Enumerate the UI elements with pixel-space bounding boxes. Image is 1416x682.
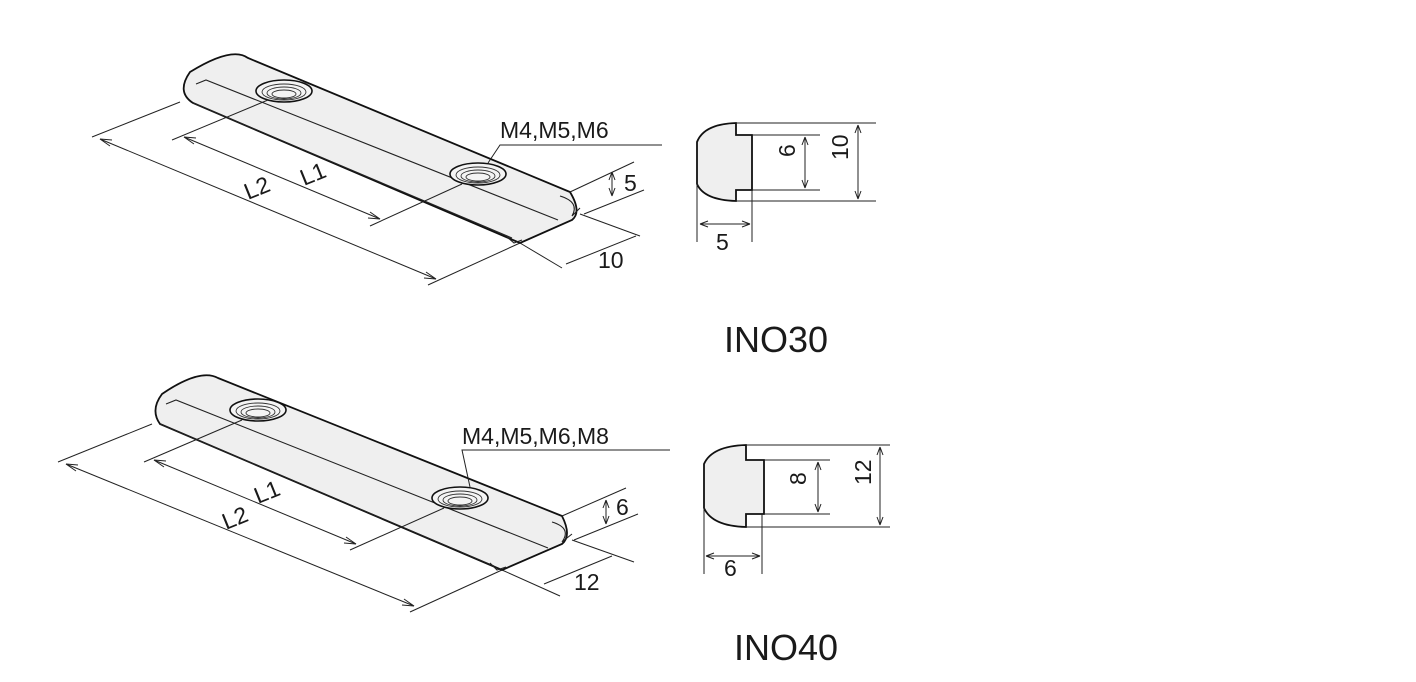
ino30-dimension-lines xyxy=(91,99,662,286)
ino40-hole-1 xyxy=(229,398,287,422)
ino40-hole-2 xyxy=(431,486,489,510)
ino30-model-label: INO30 xyxy=(724,319,828,360)
ino40-profile-outer-height: 12 xyxy=(850,459,876,485)
ino40-width-dim: 12 xyxy=(574,569,600,595)
ino30-hole-1 xyxy=(255,79,313,103)
ino30-top-ridge xyxy=(195,79,559,221)
ino40-height-dim: 6 xyxy=(616,494,629,520)
ino30-profile-width: 5 xyxy=(716,229,729,255)
ino30-profile-outline xyxy=(696,122,753,202)
ino40-model-label: INO40 xyxy=(734,627,838,668)
ino40-lower-ridge xyxy=(159,423,495,567)
ino40-side-step xyxy=(489,562,507,571)
ino30-profile-inner-height: 6 xyxy=(774,144,800,157)
ino30-side-step xyxy=(505,235,523,244)
ino40-body-outline xyxy=(154,374,568,571)
ino30-height-dim: 5 xyxy=(624,170,637,196)
ino40-dimension-lines xyxy=(57,419,670,613)
ino30-lower-ridge xyxy=(192,102,513,239)
ino40-l2-label: L2 xyxy=(218,501,251,535)
ino40-profile-width: 6 xyxy=(724,555,737,581)
ino40-profile-inner-height: 8 xyxy=(785,472,811,485)
ino30-profile-outer-height: 10 xyxy=(827,134,853,160)
ino40-nut-isometric xyxy=(57,374,670,613)
ino40-thread-label: M4,M5,M6,M8 xyxy=(462,423,609,449)
ino30-profile-view xyxy=(696,122,876,242)
ino40-end-face xyxy=(551,521,573,543)
ino40-l1-label: L1 xyxy=(250,475,283,509)
ino30-thread-label: M4,M5,M6 xyxy=(500,117,609,143)
ino30-nut-isometric xyxy=(91,53,662,286)
ino40-profile-view xyxy=(703,444,890,574)
ino30-hole-2 xyxy=(449,162,507,186)
ino30-body-outline xyxy=(182,53,578,244)
ino30-width-dim: 10 xyxy=(598,247,624,273)
ino40-profile-outline xyxy=(703,444,765,528)
ino40-top-ridge xyxy=(165,399,549,549)
ino30-end-face xyxy=(559,195,581,217)
